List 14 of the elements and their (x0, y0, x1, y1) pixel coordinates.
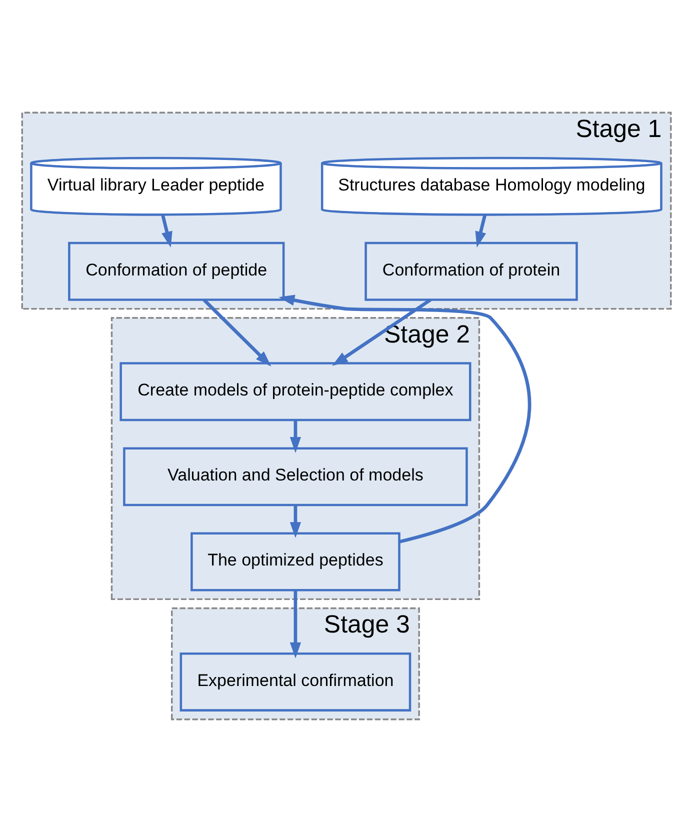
arrow (290, 420, 302, 452)
node-box: Experimental confirmation (180, 652, 412, 711)
arrow (290, 504, 302, 538)
arrow (332, 298, 432, 366)
node-box: The optimized peptides (190, 532, 400, 591)
arrow (202, 298, 272, 366)
node-box: Create models of protein-peptide complex (120, 362, 472, 421)
node-box: Valuation and Selection of models (123, 446, 468, 506)
node-box: Conformation of protein (364, 241, 578, 300)
arrow (290, 590, 302, 658)
arrow (475, 214, 487, 248)
arrow (161, 214, 172, 248)
arrow (278, 294, 532, 543)
node-box: Conformation of peptide (68, 241, 285, 300)
